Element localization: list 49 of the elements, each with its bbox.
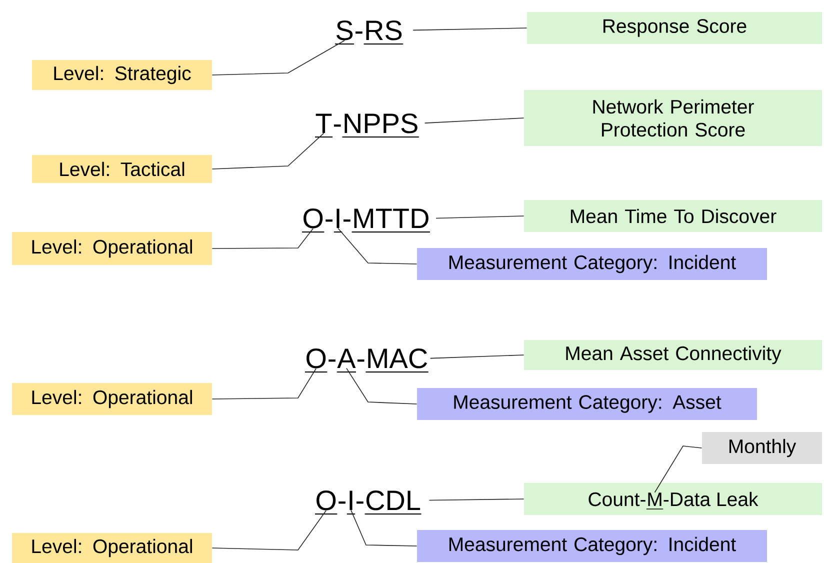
metric-name-box: Mean Asset Connectivity — [524, 340, 822, 370]
code-segment: MAC — [365, 348, 429, 372]
code-segment: RS — [363, 20, 404, 44]
leader-line — [212, 228, 314, 249]
metric-name-box: Mean Time To Discover — [524, 200, 822, 232]
code-separator: - — [356, 31, 362, 34]
code-segment: S — [334, 20, 355, 44]
level-tag: Level: Tactical — [32, 155, 212, 183]
code-segment: O — [314, 490, 338, 514]
frequency-tag: Monthly — [702, 432, 822, 464]
code-segment: CDL — [364, 490, 422, 514]
code-segment: A — [336, 348, 356, 372]
leader-line — [428, 498, 524, 501]
metric-name-box: Network Perimeter Protection Score — [524, 90, 822, 146]
code-segment: O — [302, 208, 325, 232]
code-separator: - — [326, 219, 332, 222]
level-tag: Level: Operational — [12, 232, 212, 265]
category-tag: Measurement Category: Asset — [417, 388, 757, 420]
leader-line — [212, 368, 316, 400]
leader-line — [430, 354, 524, 359]
level-tag: Level: Strategic — [32, 60, 212, 90]
category-tag: Measurement Category: Incident — [417, 530, 767, 562]
code-separator: - — [344, 219, 350, 222]
leader-line — [436, 216, 524, 219]
code-separator: - — [328, 359, 336, 362]
metric-name-box: Response Score — [527, 12, 822, 44]
leader-line — [212, 510, 326, 550]
code-segment: I — [333, 208, 343, 232]
leader-line — [654, 446, 702, 493]
code-separator: - — [334, 124, 341, 127]
level-tag: Level: Operational — [12, 533, 212, 563]
code-separator: - — [357, 359, 364, 362]
category-tag: Measurement Category: Incident — [417, 248, 767, 280]
leader-line — [346, 368, 418, 404]
leader-line — [338, 228, 418, 264]
code-segment: I — [346, 490, 356, 514]
leader-line — [424, 118, 524, 124]
code-segment: O — [304, 348, 328, 372]
leader-line — [412, 28, 528, 31]
code-separator: - — [338, 501, 346, 504]
code-segment: T — [314, 114, 333, 138]
code-separator: - — [356, 501, 364, 504]
leader-line — [350, 510, 418, 546]
leader-line — [212, 132, 324, 170]
code-segment: MTTD — [351, 208, 430, 232]
code-segment: NPPS — [342, 113, 420, 138]
level-tag: Level: Operational — [12, 383, 212, 415]
leader-line — [212, 40, 345, 76]
underlined-letter: M — [646, 492, 664, 510]
